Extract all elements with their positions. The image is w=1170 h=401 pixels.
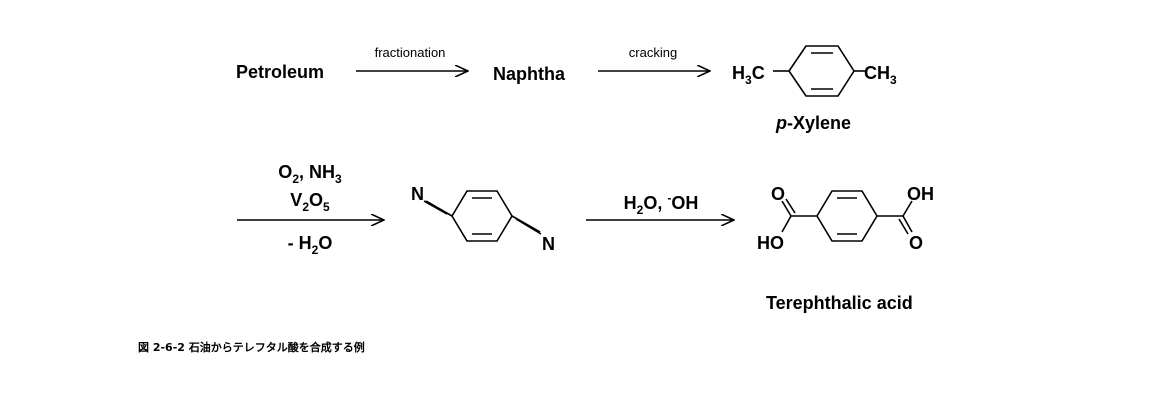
xylene-right-methyl: CH3 — [864, 63, 897, 87]
figure-caption: 図 2-6-2 石油からテレフタル酸を合成する例 — [138, 341, 365, 354]
terephthalic-acid-structure: O OH HO O — [757, 184, 934, 253]
nitrile-n-top: N — [411, 184, 424, 204]
reagent-o2-nh3: O2, NH3 — [278, 162, 342, 186]
p-xylene-structure: H3C CH3 — [732, 45, 897, 97]
reagent-hydrolysis: H2O, -OH — [624, 191, 699, 217]
acid-oh-top: OH — [907, 184, 934, 204]
fractionation-reagent: fractionation — [375, 45, 446, 60]
acid-o-top: O — [771, 184, 785, 204]
acid-o-bottom: O — [909, 233, 923, 253]
xylene-left-methyl: H3C — [732, 63, 765, 87]
p-xylene-label: p-Xylene — [775, 113, 851, 133]
cracking-reagent: cracking — [629, 45, 677, 60]
terephthalonitrile-structure: N N — [411, 184, 555, 254]
acid-ho-bottom: HO — [757, 233, 784, 253]
byproduct-water: - H2O — [288, 233, 333, 257]
xylene-benzene-ring — [773, 45, 867, 97]
nitrile-n-bottom: N — [542, 234, 555, 254]
petroleum-label: Petroleum — [236, 62, 324, 82]
reagent-v2o5: V2O5 — [290, 190, 330, 214]
terephthalic-acid-label: Terephthalic acid — [766, 293, 913, 313]
naphtha-label: Naphtha — [493, 64, 566, 84]
nitrile-benzene-ring — [423, 190, 542, 242]
acid-benzene-ring — [781, 190, 913, 242]
